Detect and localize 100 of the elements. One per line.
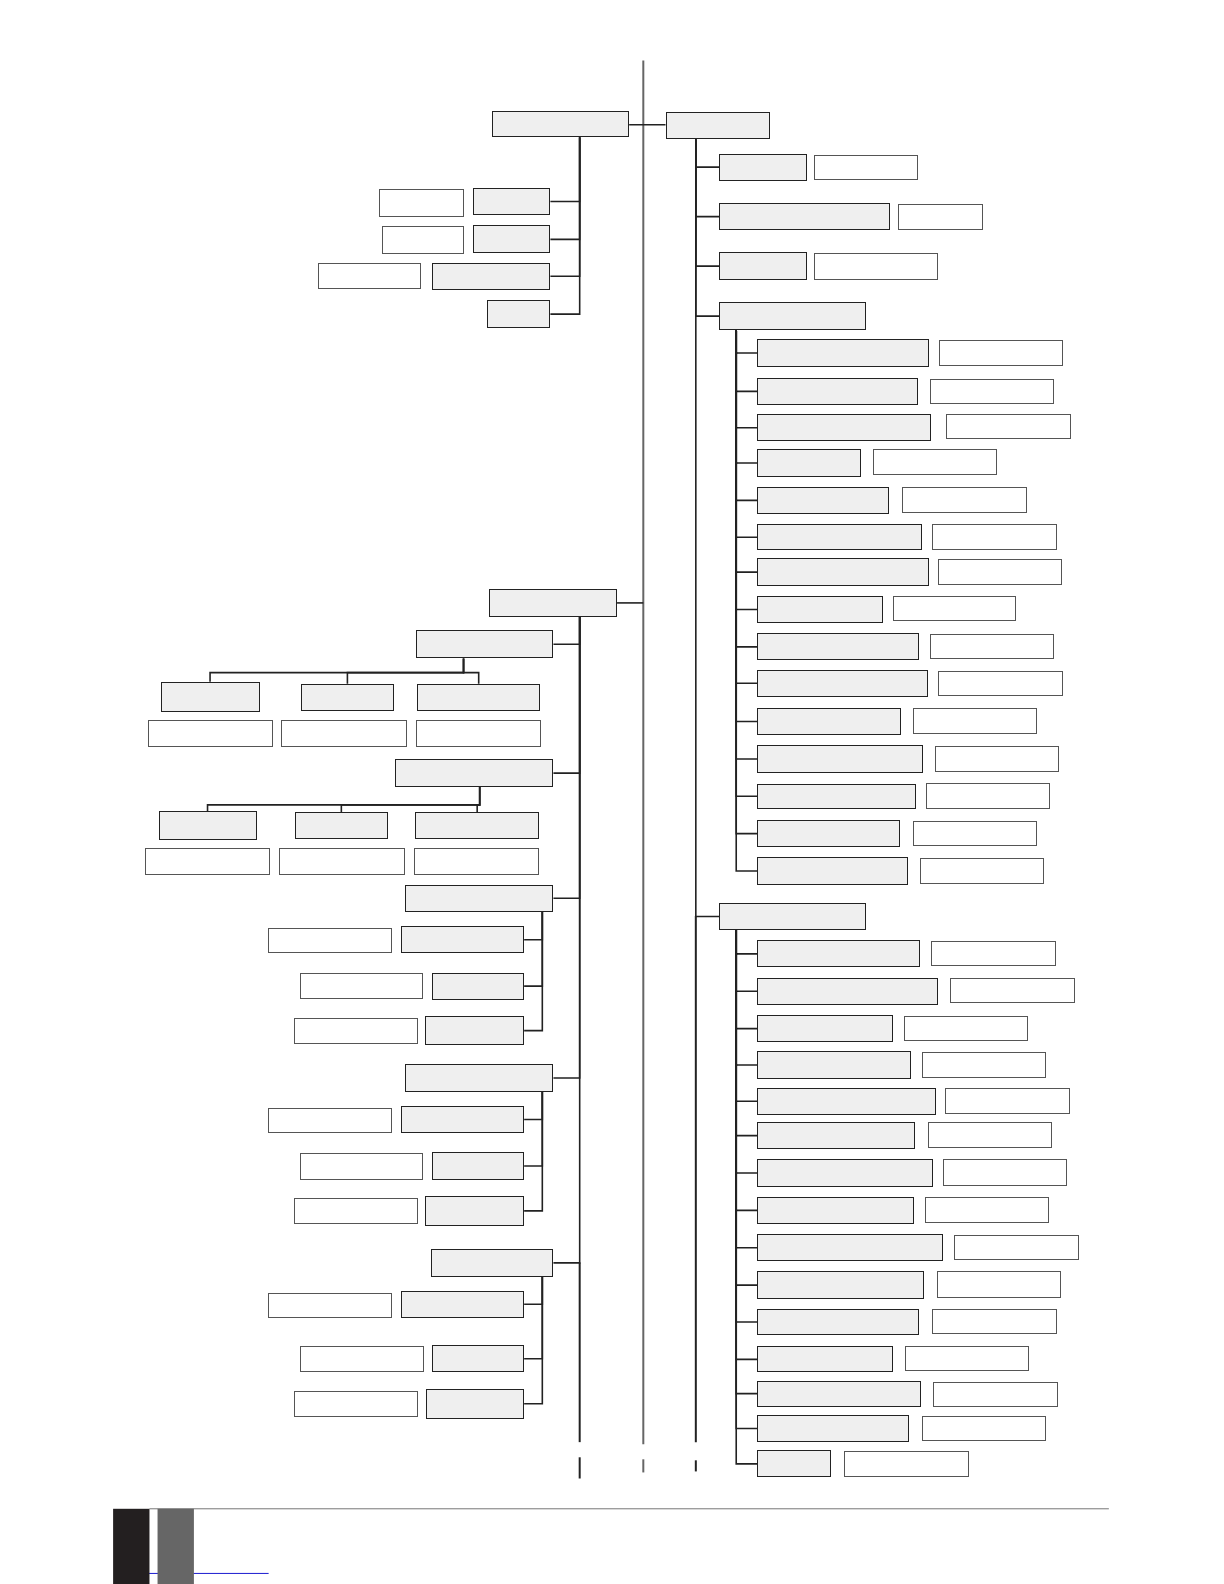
shaded-box <box>757 1308 919 1336</box>
blank-box <box>937 1271 1062 1298</box>
blank-box <box>930 378 1055 404</box>
connector-line <box>628 123 667 126</box>
blank-box <box>945 1087 1071 1114</box>
blank-box <box>844 1451 970 1478</box>
blank-box <box>813 253 939 280</box>
shaded-box <box>719 902 867 931</box>
shaded-box <box>757 1234 944 1262</box>
blank-box <box>932 1308 1058 1335</box>
shaded-box <box>757 1196 914 1224</box>
blank-box <box>922 1052 1047 1078</box>
blank-box <box>278 848 405 875</box>
shaded-box <box>757 633 919 661</box>
shaded-box <box>472 225 551 254</box>
shaded-box <box>757 783 916 809</box>
shaded-box <box>432 262 551 290</box>
shaded-box <box>416 630 554 659</box>
shaded-box <box>757 745 924 773</box>
blank-box <box>946 414 1072 440</box>
blank-box <box>928 1122 1053 1149</box>
blank-box <box>267 928 392 954</box>
shaded-box <box>757 857 908 885</box>
shaded-box <box>426 1388 525 1419</box>
blank-box <box>912 707 1038 735</box>
shaded-box <box>394 759 554 787</box>
shaded-box <box>757 1122 915 1150</box>
blank-box <box>897 204 983 231</box>
connector-line <box>476 785 481 813</box>
shaded-box <box>486 299 551 329</box>
shaded-box <box>757 1414 909 1443</box>
blank-box <box>926 782 1051 809</box>
shaded-box <box>400 1105 525 1134</box>
blank-box <box>938 670 1064 696</box>
connector-line <box>523 911 544 1032</box>
blank-box <box>414 848 540 875</box>
blank-box <box>925 1196 1050 1223</box>
shaded-box <box>472 187 551 216</box>
connector-line <box>462 657 480 685</box>
blank-box <box>954 1235 1079 1261</box>
blank-box <box>932 524 1058 551</box>
shaded-box <box>757 1014 893 1043</box>
blank-box <box>939 340 1064 366</box>
blank-box <box>381 226 464 255</box>
blank-box <box>318 262 422 289</box>
blank-box <box>280 720 407 748</box>
blank-box <box>293 1017 419 1045</box>
shaded-box <box>757 820 900 848</box>
blank-box <box>922 1415 1047 1442</box>
blank-box <box>903 1015 1029 1042</box>
shaded-box <box>431 1249 554 1277</box>
shaded-box <box>160 681 260 712</box>
shaded-box <box>404 1064 554 1092</box>
blank-box <box>950 977 1075 1003</box>
shaded-box <box>294 811 388 840</box>
connector-line <box>523 1275 544 1405</box>
shaded-box <box>665 112 770 140</box>
blank-box <box>943 1159 1068 1186</box>
blank-box <box>931 941 1057 967</box>
blank-box <box>299 1153 424 1180</box>
shaded-box <box>757 940 920 968</box>
blank-box <box>938 559 1063 585</box>
blank-box <box>912 821 1038 847</box>
shaded-box <box>491 111 630 138</box>
blank-box <box>416 720 542 748</box>
blank-box <box>872 449 997 475</box>
shaded-box <box>432 972 525 1000</box>
shaded-box <box>158 810 257 841</box>
blank-box <box>904 1346 1030 1372</box>
blank-box <box>813 154 918 180</box>
blank-box <box>299 1346 425 1373</box>
shaded-box <box>757 707 901 736</box>
blank-box <box>148 720 273 748</box>
blank-box <box>293 1197 419 1224</box>
blank-box <box>933 1381 1059 1407</box>
shaded-box <box>432 1345 525 1373</box>
shaded-box <box>757 486 889 515</box>
blank-box <box>293 1390 419 1417</box>
shaded-box <box>757 377 918 405</box>
shaded-box <box>432 1152 525 1180</box>
shaded-box <box>757 669 929 697</box>
shaded-box <box>400 926 525 954</box>
shaded-box <box>757 414 932 442</box>
shaded-box <box>425 1015 525 1046</box>
blank-box <box>299 972 424 999</box>
shaded-box <box>757 558 930 586</box>
shaded-box <box>415 811 540 840</box>
shaded-box <box>757 524 923 551</box>
blank-box <box>892 595 1016 622</box>
shaded-box <box>757 595 883 624</box>
blank-box <box>267 1292 392 1318</box>
shaded-box <box>757 1159 934 1187</box>
shaded-box <box>757 1450 832 1478</box>
blank-box <box>935 746 1060 772</box>
shaded-box <box>757 339 930 367</box>
shaded-box <box>300 683 394 711</box>
shaded-box <box>757 1087 937 1115</box>
blank-box <box>378 188 464 218</box>
shaded-box <box>757 449 862 477</box>
shaded-box <box>488 588 618 618</box>
